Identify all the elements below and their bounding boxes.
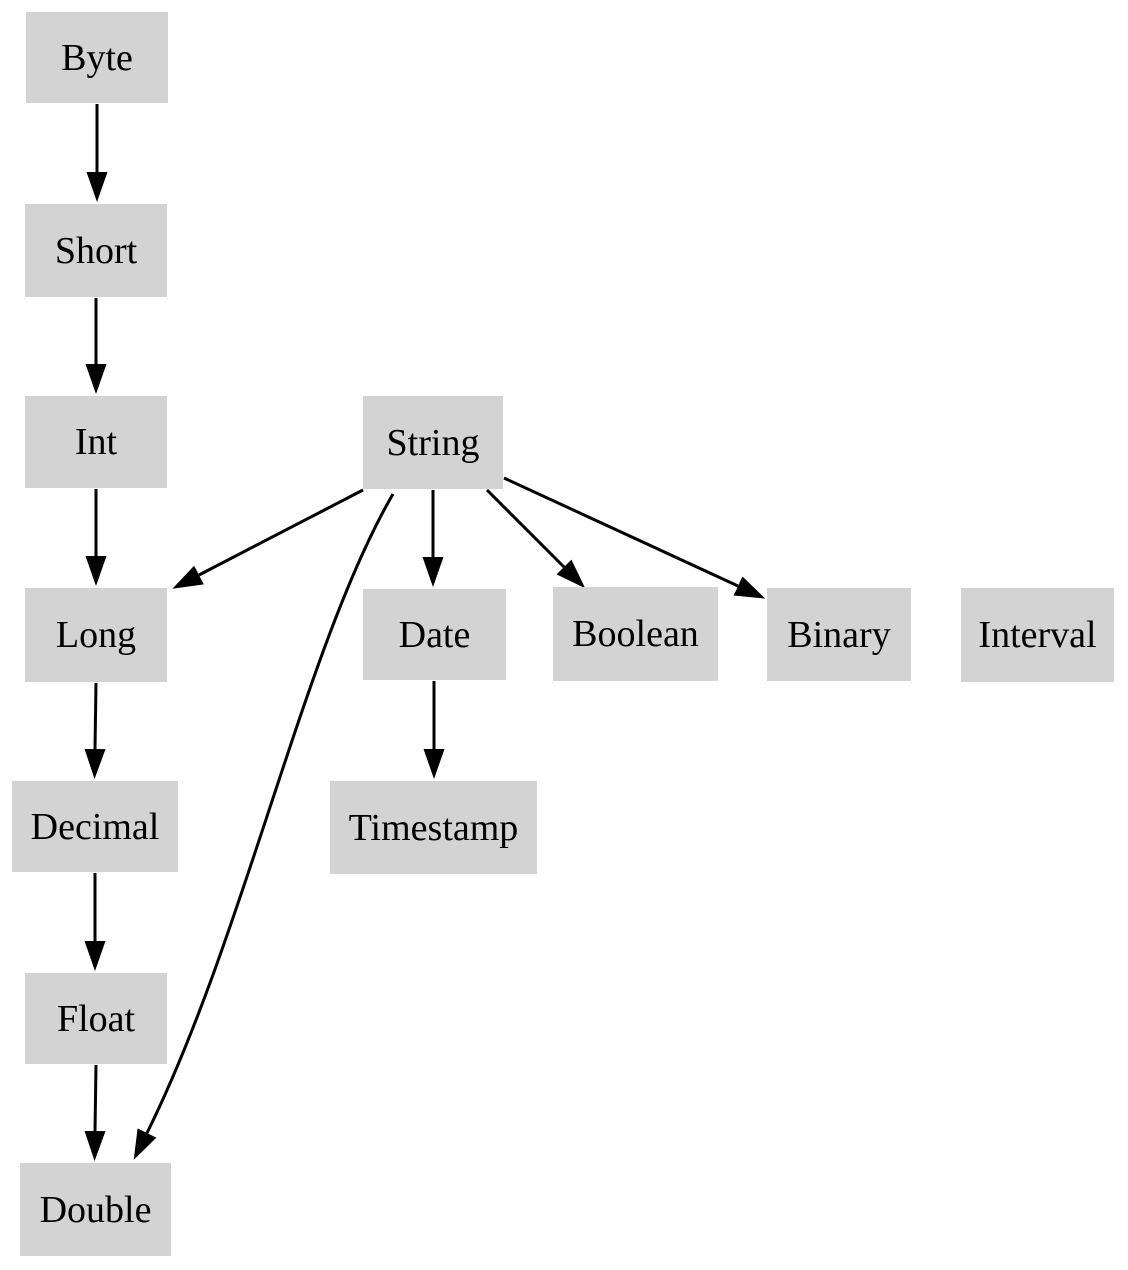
node-label: Timestamp [348,806,519,849]
node-label: String [386,421,480,464]
node-label: Decimal [30,805,160,848]
node-int: Int [25,396,167,488]
node-decimal: Decimal [12,781,178,872]
edge-float-to-double [84,1064,106,1161]
node-label: Long [55,614,137,656]
node-label: Interval [978,614,1097,656]
node-double: Double [20,1163,171,1256]
node-label: Date [398,613,471,656]
node-byte: Byte [26,12,168,103]
edge-long-to-decimal [84,682,106,779]
node-label: Float [56,997,136,1040]
node-interval: Interval [961,588,1114,682]
node-timestamp: Timestamp [330,781,537,874]
edge-string-to-long [172,488,364,589]
node-boolean: Boolean [553,587,718,681]
node-binary: Binary [767,588,911,681]
node-label: Double [39,1188,152,1231]
node-string: String [363,396,503,489]
node-date: Date [363,589,506,680]
node-label: Byte [61,36,133,79]
node-float: Float [25,973,167,1064]
edge-string-to-boolean [485,488,586,589]
node-label: Int [74,421,118,463]
edge-string-to-double [133,493,395,1160]
node-short: Short [25,204,167,297]
node-long: Long [25,588,167,682]
node-label: Boolean [572,613,699,655]
edge-string-to-binary [503,476,766,599]
node-label: Short [54,229,138,272]
node-label: Binary [787,613,891,656]
